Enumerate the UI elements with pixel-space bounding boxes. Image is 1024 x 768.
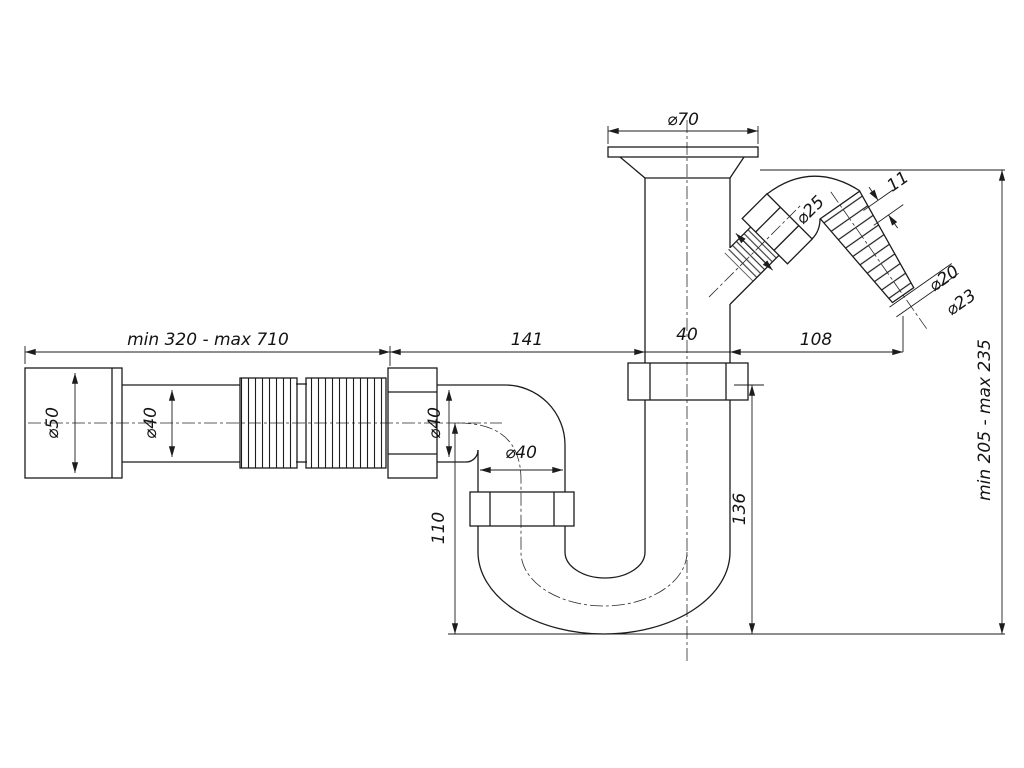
dim-label-flex-end-diameter: ⌀50 bbox=[43, 407, 63, 439]
branch-diameter-dim bbox=[735, 233, 773, 271]
dim-label-riser-width: 40 bbox=[676, 325, 698, 345]
trap-inlet-elbow bbox=[437, 384, 566, 492]
riser-union-nut bbox=[627, 362, 749, 401]
corrugated-pipe bbox=[239, 377, 387, 469]
dim-label-flex-pipe-diameter: ⌀40 bbox=[141, 407, 161, 439]
flex-outlet-assembly bbox=[24, 367, 438, 479]
dim-label-inlet-length: 141 bbox=[511, 330, 543, 350]
dim-label-branch-projection: 108 bbox=[800, 330, 833, 350]
dim-label-outlet-nut-diameter: ⌀40 bbox=[425, 407, 445, 439]
dimension-lines bbox=[24, 126, 1006, 635]
outlet-union-nut bbox=[387, 367, 438, 479]
dim-label-hose-step-diameter: ⌀23 bbox=[942, 286, 980, 321]
dim-label-trap-depth-left: 110 bbox=[429, 512, 449, 544]
dim-label-height-range: min 205 - max 235 bbox=[975, 339, 995, 501]
p-trap bbox=[437, 384, 731, 635]
flex-plain-pipe bbox=[122, 384, 240, 463]
sink-flange bbox=[607, 146, 759, 179]
dim-label-flange-diameter: ⌀70 bbox=[667, 110, 699, 130]
flex-end-cuff bbox=[24, 367, 123, 479]
dim-label-hose-tip-diameter: ⌀20 bbox=[925, 262, 963, 297]
dim-label-flex-length-range: min 320 - max 710 bbox=[127, 330, 289, 350]
dim-label-trap-depth-right: 136 bbox=[730, 493, 750, 526]
dim-label-branch-offset: 11 bbox=[884, 168, 913, 197]
branch-elbow bbox=[766, 175, 861, 240]
trap-u-bend bbox=[477, 400, 731, 635]
trap-nut bbox=[469, 491, 575, 527]
dimension-labels: ⌀70 min 320 - max 710 141 40 108 ⌀50 ⌀40… bbox=[43, 110, 995, 544]
dim-label-branch-thread-diameter: ⌀25 bbox=[792, 192, 829, 229]
hose-cone bbox=[819, 186, 959, 330]
dim-label-trap-tube-diameter: ⌀40 bbox=[505, 443, 537, 463]
branch-assembly bbox=[708, 175, 959, 330]
